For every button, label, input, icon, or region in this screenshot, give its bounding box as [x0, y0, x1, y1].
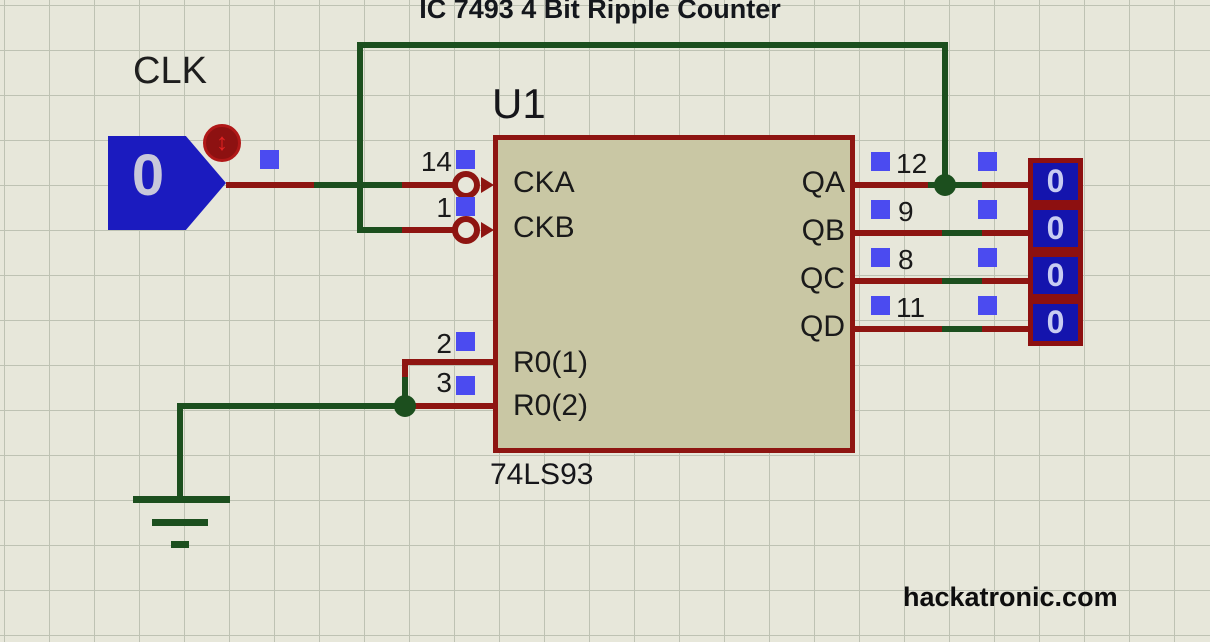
logic-probe[interactable]: 0 [1028, 299, 1083, 346]
wire-segment [226, 182, 318, 188]
ground-symbol[interactable] [133, 496, 230, 503]
pin-number-12: 12 [896, 148, 928, 179]
wire-segment [942, 326, 986, 332]
ground-symbol [152, 519, 208, 526]
wire-segment [850, 326, 946, 332]
wire-segment [402, 359, 408, 379]
wire-segment [177, 403, 183, 499]
selection-handle [871, 200, 890, 219]
probe-value: 0 [1046, 163, 1065, 199]
pin-number-9: 9 [898, 196, 914, 227]
clock-pin-symbol [452, 171, 480, 199]
wire-segment [177, 403, 407, 409]
wire-segment [982, 182, 1032, 188]
logic-probe[interactable]: 0 [1028, 252, 1083, 299]
page-title: IC 7493 4 Bit Ripple Counter [419, 0, 781, 24]
clock-net-label: CLK [133, 50, 207, 92]
watermark: hackatronic.com [903, 582, 1118, 612]
wire-segment [942, 278, 986, 284]
selection-handle [978, 248, 997, 267]
pin-number-3: 3 [436, 367, 452, 398]
clock-pin-symbol [452, 216, 480, 244]
pin-name-qc: QC [800, 262, 845, 295]
probe-value: 0 [1046, 210, 1065, 246]
selection-handle [456, 150, 475, 169]
wire-segment [402, 377, 408, 407]
wire-segment [357, 42, 948, 48]
pin-number-8: 8 [898, 244, 914, 275]
selection-handle [978, 200, 997, 219]
wire-segment [982, 326, 1032, 332]
selection-handle [456, 376, 475, 395]
wire-segment [402, 227, 456, 233]
ground-symbol [171, 541, 189, 548]
wire-segment [357, 227, 406, 233]
chip-body-74ls93[interactable] [493, 135, 855, 453]
wire-segment [402, 403, 498, 409]
junction-dot [394, 395, 416, 417]
selection-handle [871, 152, 890, 171]
toggle-icon[interactable]: ↕ [203, 124, 241, 162]
probe-value: 0 [1046, 304, 1065, 340]
wire-segment [850, 278, 946, 284]
selection-handle [978, 152, 997, 171]
probe-value: 0 [1046, 257, 1065, 293]
selection-handle [871, 296, 890, 315]
pin-name-r01: R0(1) [513, 346, 589, 379]
clock-pin-arrow-icon [481, 177, 494, 193]
wire-segment [982, 230, 1032, 236]
wire-segment [942, 230, 986, 236]
selection-handle [456, 332, 475, 351]
wire-segment [942, 42, 948, 189]
pin-number-1: 1 [436, 192, 452, 223]
pin-name-qa: QA [801, 166, 845, 199]
selection-handle [871, 248, 890, 267]
chip-designator: U1 [492, 80, 546, 127]
pin-name-qb: QB [801, 214, 845, 247]
pin-name-cka: CKA [513, 166, 575, 199]
wire-segment [357, 42, 363, 233]
selection-handle [456, 197, 475, 216]
pin-name-qd: QD [800, 310, 845, 343]
wire-segment [402, 182, 456, 188]
pin-number-14: 14 [420, 146, 452, 177]
selection-handle [978, 296, 997, 315]
logic-probe[interactable]: 0 [1028, 205, 1083, 252]
pin-name-ckb: CKB [513, 211, 575, 244]
wire-segment [850, 182, 932, 188]
clock-pin-arrow-icon [481, 222, 494, 238]
wire-segment [928, 182, 986, 188]
wire-segment [982, 278, 1032, 284]
chip-part-number: 74LS93 [490, 458, 594, 491]
junction-dot [934, 174, 956, 196]
logic-probe[interactable]: 0 [1028, 158, 1083, 205]
selection-handle [260, 150, 279, 169]
pin-name-r02: R0(2) [513, 389, 589, 422]
pin-number-2: 2 [436, 328, 452, 359]
wire-segment [402, 359, 498, 365]
clock-state-value: 0 [131, 143, 165, 208]
wire-segment [850, 230, 946, 236]
pin-number-11: 11 [896, 292, 926, 323]
